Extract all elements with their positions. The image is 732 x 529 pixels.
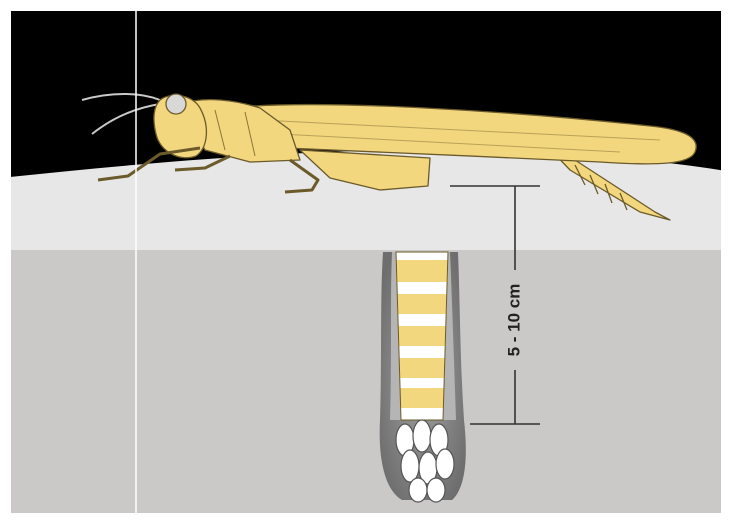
abdomen-in-burrow <box>396 252 448 420</box>
depth-label: 5 - 10 cm <box>504 284 523 357</box>
soil-layer <box>0 250 732 524</box>
